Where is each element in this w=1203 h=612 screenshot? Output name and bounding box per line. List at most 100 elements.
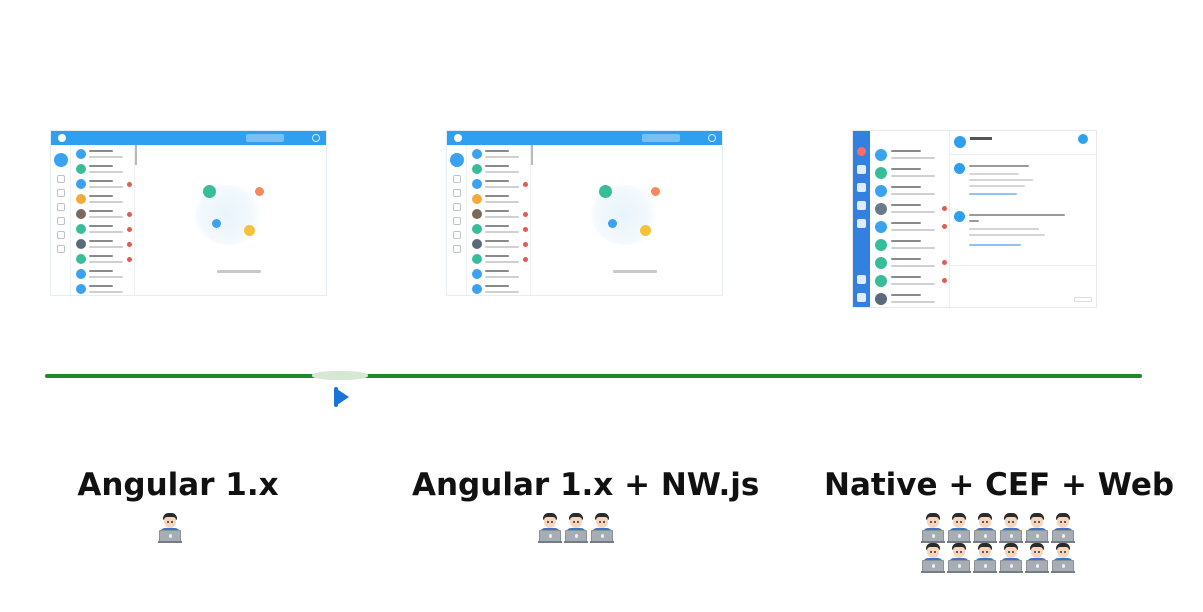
- nav-icon: [857, 165, 866, 174]
- technologist-icon: [158, 513, 182, 543]
- list-item: [74, 147, 132, 162]
- cloud-icon: [708, 134, 716, 142]
- technologist-icon: [973, 543, 997, 573]
- app-titlebar: [51, 131, 326, 145]
- nav-messages-icon: [54, 153, 68, 167]
- list-item: [470, 147, 528, 162]
- empty-state-hint: [217, 270, 261, 273]
- developer-group-nwjs: [538, 513, 618, 543]
- list-item: [470, 207, 528, 222]
- chat-message: [954, 211, 1084, 255]
- list-item: [470, 177, 528, 192]
- contact-node-icon: [255, 187, 264, 196]
- screenshot-native-cef: [853, 131, 1096, 307]
- list-item: [873, 273, 947, 291]
- contact-node-icon: [244, 225, 255, 236]
- technologist-icon: [1025, 513, 1049, 543]
- list-item: [873, 147, 947, 165]
- list-item: [74, 282, 132, 295]
- technologist-icon: [538, 513, 562, 543]
- app-logo-icon: [58, 134, 66, 142]
- technologist-icon: [921, 543, 945, 573]
- list-item: [873, 291, 947, 307]
- titlebar-search: [246, 134, 284, 142]
- app-titlebar: [447, 131, 722, 145]
- app-nav-rail: [51, 145, 71, 295]
- list-item: [873, 237, 947, 255]
- nav-icon: [857, 293, 866, 302]
- list-item: [470, 162, 528, 177]
- list-item: [74, 237, 132, 252]
- technologist-icon: [564, 513, 588, 543]
- technologist-icon: [921, 513, 945, 543]
- list-item: [74, 207, 132, 222]
- technologist-icon: [1025, 543, 1049, 573]
- list-scrollbar: [531, 145, 533, 165]
- list-item: [74, 177, 132, 192]
- avatar: [954, 136, 966, 148]
- list-item: [74, 192, 132, 207]
- nav-icon: [57, 231, 65, 239]
- nav-icon: [453, 203, 461, 211]
- contact-node-icon: [212, 219, 221, 228]
- list-item: [74, 222, 132, 237]
- empty-state-hint: [613, 270, 657, 273]
- contact-node-icon: [608, 219, 617, 228]
- app-logo-icon: [454, 134, 462, 142]
- technologist-icon: [947, 513, 971, 543]
- conversation-list: [467, 145, 531, 295]
- nav-icon: [857, 201, 866, 210]
- nav-icon: [57, 217, 65, 225]
- timeline-track: [45, 374, 1142, 378]
- nav-icon: [857, 275, 866, 284]
- cloud-icon: [312, 134, 320, 142]
- nav-avatar-icon: [857, 147, 866, 156]
- list-item: [470, 222, 528, 237]
- list-item: [74, 267, 132, 282]
- timeline-scrubber-highlight: [312, 371, 368, 380]
- list-item: [74, 252, 132, 267]
- screenshot-nwjs: [447, 131, 722, 295]
- technologist-icon: [999, 513, 1023, 543]
- conversation-list: [71, 145, 135, 295]
- list-item: [470, 252, 528, 267]
- developer-group-native: [921, 513, 1077, 573]
- nav-messages-icon: [450, 153, 464, 167]
- nav-icon: [453, 245, 461, 253]
- list-item: [873, 219, 947, 237]
- compose-divider: [950, 265, 1096, 266]
- list-item: [873, 201, 947, 219]
- nav-icon: [57, 175, 65, 183]
- nav-icon: [57, 189, 65, 197]
- chat-pane: [950, 131, 1096, 307]
- contact-node-icon: [640, 225, 651, 236]
- technologist-icon: [1051, 543, 1075, 573]
- developer-group-angular: [158, 513, 186, 543]
- titlebar-search: [642, 134, 680, 142]
- technologist-icon: [973, 513, 997, 543]
- list-item: [470, 267, 528, 282]
- list-item: [470, 192, 528, 207]
- nav-icon: [57, 245, 65, 253]
- list-item: [873, 183, 947, 201]
- nav-icon: [453, 175, 461, 183]
- play-icon[interactable]: [334, 387, 351, 407]
- empty-state: [137, 145, 326, 295]
- nav-icon: [857, 183, 866, 192]
- contact-node-icon: [651, 187, 660, 196]
- app-nav-rail: [447, 145, 467, 295]
- list-item: [873, 255, 947, 273]
- screenshot-angular: [51, 131, 326, 295]
- stage-label-nwjs: Angular 1.x + NW.js: [412, 467, 760, 503]
- nav-icon: [857, 219, 866, 228]
- conversation-list: [870, 131, 950, 307]
- send-button: [1074, 297, 1092, 302]
- nav-icon: [453, 189, 461, 197]
- technologist-icon: [999, 543, 1023, 573]
- technologist-icon: [1051, 513, 1075, 543]
- stage-label-angular: Angular 1.x: [77, 467, 279, 503]
- chat-message: [954, 163, 1084, 203]
- list-item: [873, 165, 947, 183]
- nav-icon: [453, 217, 461, 225]
- chat-header: [950, 131, 1096, 155]
